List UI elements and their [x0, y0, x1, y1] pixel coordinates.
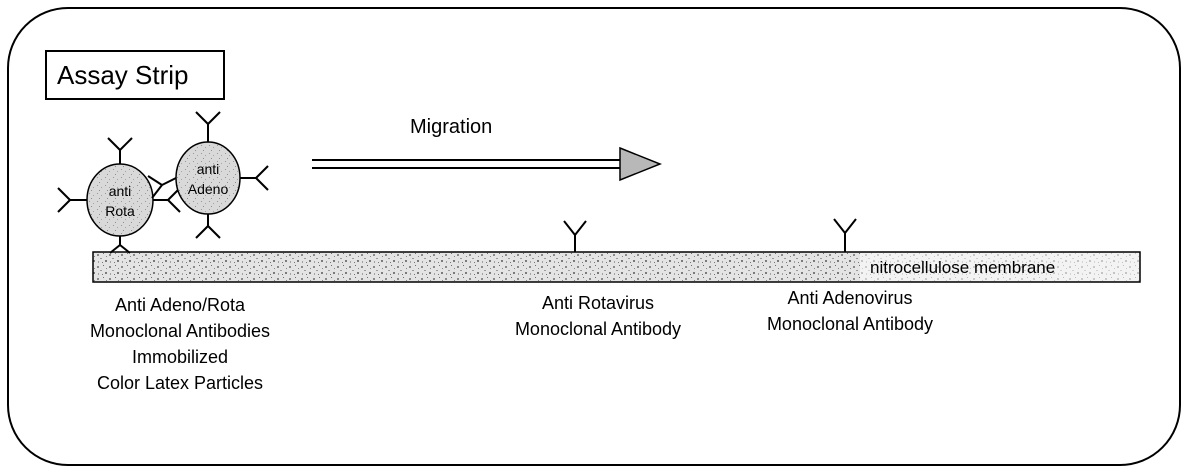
conjugate-label: Anti Adeno/Rota Monoclonal Antibodies Im… [60, 292, 300, 396]
rotavirus-label-line-1: Anti Rotavirus [478, 290, 718, 316]
adenovirus-label: Anti Adenovirus Monoclonal Antibody [730, 285, 970, 337]
migration-arrow [312, 148, 660, 180]
antibody-icon-adenovirus [834, 219, 856, 252]
adenovirus-label-line-1: Anti Adenovirus [730, 285, 970, 311]
conjugate-label-line-2: Monoclonal Antibodies [60, 318, 300, 344]
conjugate-label-line-1: Anti Adeno/Rota [60, 292, 300, 318]
rotavirus-label-line-2: Monoclonal Antibody [478, 316, 718, 342]
migration-label: Migration [410, 114, 492, 140]
title-box: Assay Strip [45, 50, 225, 100]
antibody-icon-rotavirus [564, 221, 586, 252]
membrane-label: nitrocellulose membrane [870, 258, 1055, 277]
conjugate-label-line-4: Color Latex Particles [60, 370, 300, 396]
bead-adeno-line2: Adeno [188, 181, 229, 197]
latex-bead-anti-rota: anti Rota [58, 138, 180, 253]
bead-rota-line2: Rota [105, 203, 135, 219]
diagram-title: Assay Strip [57, 59, 189, 91]
bead-adeno-line1: anti [197, 161, 220, 177]
conjugate-label-line-3: Immobilized [60, 344, 300, 370]
adenovirus-label-line-2: Monoclonal Antibody [730, 311, 970, 337]
rotavirus-label: Anti Rotavirus Monoclonal Antibody [478, 290, 718, 342]
latex-bead-anti-adeno: anti Adeno [148, 112, 268, 238]
bead-rota-line1: anti [109, 183, 132, 199]
